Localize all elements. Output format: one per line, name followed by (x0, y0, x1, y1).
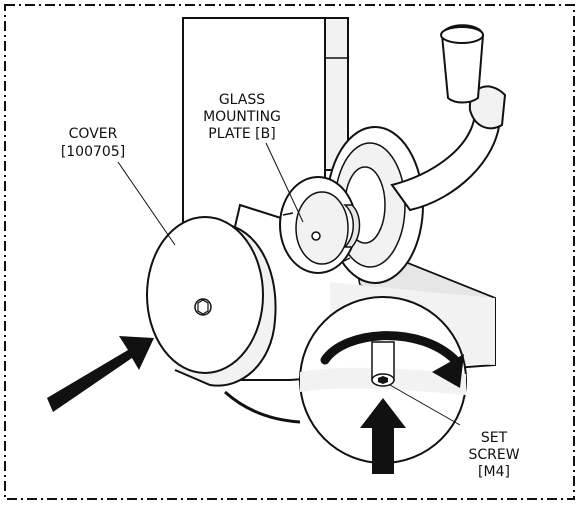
diagram-border (4, 4, 575, 500)
mounting-plate-label-line3: PLATE [B] (208, 126, 275, 142)
detail-magnifier (299, 296, 467, 474)
set-screw-label-line2: SCREW (468, 447, 519, 463)
cover-screw-icon (194, 298, 212, 316)
mounting-plate (279, 176, 361, 274)
push-arrow-cover (47, 336, 154, 412)
set-screw-label-line3: [M4] (478, 464, 510, 480)
rotation-arrow-lower (223, 390, 301, 424)
lever-handle (390, 24, 507, 212)
push-arrow-screw (360, 398, 406, 474)
mounting-plate-label-line2: MOUNTING (203, 109, 281, 125)
cover-leader-line (117, 161, 176, 246)
cover-part (146, 216, 277, 387)
cover-label-part-number: [100705] (61, 144, 125, 160)
set-screw-leader-line (389, 384, 461, 426)
cover-label-name: COVER (69, 126, 118, 142)
mounting-plate-leader-line (265, 142, 304, 223)
mounting-plate-label-line1: GLASS (219, 92, 265, 108)
set-screw-icon (371, 341, 395, 387)
set-screw-label-line1: SET (481, 430, 508, 446)
